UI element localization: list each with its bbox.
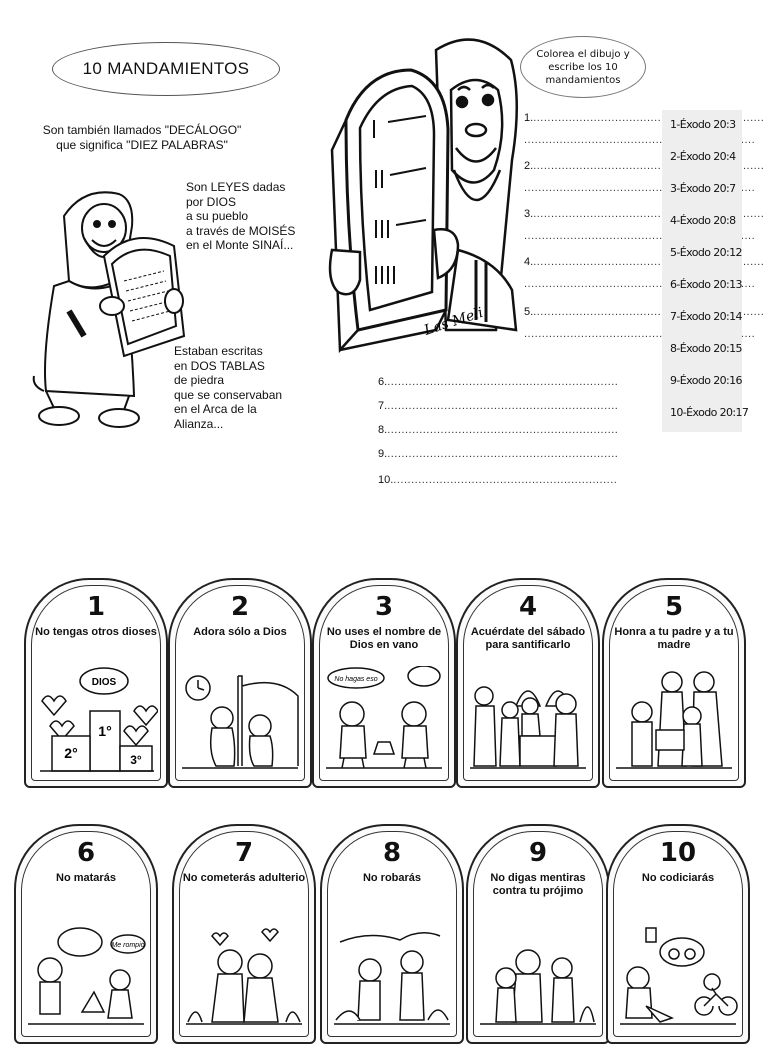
church-family-scene [470, 686, 586, 769]
children-talking-scene-9 [480, 949, 596, 1025]
card-number: 7 [234, 838, 254, 868]
card-text: No codiciarás [641, 872, 715, 884]
instruction-line-2: escribe los 10 mandamientos [545, 61, 621, 86]
podium-label-1: 1° [98, 723, 111, 739]
intro-line-1: Son también llamados "DECÁLOGO" [42, 123, 242, 137]
bicycle-scene [620, 927, 738, 1025]
reference-1: 1-Éxodo 20:3 [670, 118, 736, 131]
card-number: 9 [528, 838, 548, 868]
card-number: 2 [230, 592, 250, 622]
commandment-card-7: 7 No cometerás adulterio [172, 824, 316, 1044]
reference-2: 2-Éxodo 20:4 [670, 150, 736, 163]
instruction-bubble: Colorea el dibujo y escribe los 10 manda… [520, 36, 646, 98]
children-talking-scene: No hagas eso [326, 666, 442, 769]
podium-label-2: 2° [64, 745, 77, 761]
tablets-line: de piedra [174, 373, 225, 387]
write-line-10[interactable]: 10......................................… [378, 474, 618, 486]
family-gift-scene [616, 671, 732, 769]
dios-bubble-text: DIOS [92, 677, 117, 688]
tablets-line: Estaban escritas [174, 344, 263, 358]
write-line-9[interactable]: 9.......................................… [378, 448, 618, 460]
card-text: No tengas otros dioses [35, 626, 157, 638]
reference-8: 8-Éxodo 20:15 [670, 342, 743, 355]
card-text: No matarás [56, 872, 116, 884]
commandment-card-5: 5 Honra a tu padre y a tu madre [602, 578, 746, 788]
reference-3: 3-Éxodo 20:7 [670, 182, 736, 195]
tablets-text: Estaban escritas en DOS TABLAS de piedra… [174, 344, 314, 431]
tablets-line: en el Arca de la [174, 402, 257, 416]
write-line-7[interactable]: 7.......................................… [378, 400, 618, 412]
podium-label-3: 3° [130, 753, 142, 767]
couple-scene [186, 928, 302, 1025]
card-number: 8 [382, 838, 402, 868]
small-moses-illustration [32, 191, 186, 428]
instruction-line-1: Colorea el dibujo y [536, 48, 630, 60]
tablets-line: Alianza... [174, 416, 224, 431]
laws-line: a través de MOISÉS [186, 223, 296, 238]
card-text: No robarás [362, 872, 422, 884]
laws-line: a su pueblo [186, 209, 249, 223]
commandment-card-1: 1 No tengas otros dioses DIOS 1° 2° 3° [24, 578, 168, 788]
card-number: 5 [664, 592, 684, 622]
tablets-line: en DOS TABLAS [174, 358, 265, 373]
page-title: 10 MANDAMIENTOS [52, 42, 280, 96]
card-text: No cometerás adulterio [182, 872, 306, 884]
card-number: 4 [518, 592, 538, 622]
card-number: 1 [86, 592, 106, 622]
laws-line: en el Monte SINAÍ... [186, 238, 294, 252]
praying-children-scene [182, 675, 299, 769]
card-number: 3 [374, 592, 394, 622]
intro-text: Son también llamados "DECÁLOGO" que sign… [22, 123, 262, 153]
reference-10: 10-Éxodo 20:17 [670, 406, 749, 419]
write-line-6[interactable]: 6.......................................… [378, 376, 618, 388]
commandment-card-9: 9 No digas mentiras contra tu prójimo [466, 824, 610, 1044]
card-text: Acuérdate del sábado para santificarlo [470, 626, 586, 651]
laws-text: Son LEYES dadas por DIOS a su pueblo a t… [186, 180, 326, 253]
tablets-line: que se conservaban [174, 387, 283, 402]
podium-hearts-scene: DIOS 1° 2° 3° [40, 667, 158, 772]
commandment-card-3: 3 No uses el nombre de Dios en vano No h… [312, 578, 456, 788]
laws-line: por DIOS [186, 194, 237, 209]
write-line-8[interactable]: 8.......................................… [378, 424, 618, 436]
large-moses-with-tablet: Las Meli [328, 38, 519, 354]
reference-4: 4-Éxodo 20:8 [670, 214, 736, 227]
intro-line-2: que significa "DIEZ PALABRAS" [56, 138, 228, 152]
commandment-card-2: 2 Adora sólo a Dios [168, 578, 312, 788]
commandment-card-8: 8 No robarás [320, 824, 464, 1044]
commandment-card-4: 4 Acuérdate del sábado para santificarlo [456, 578, 600, 788]
commandment-card-6: 6 No matarás Me rompió [14, 824, 158, 1044]
reference-9: 9-Éxodo 20:16 [670, 374, 743, 387]
card-text: Honra a tu padre y a tu madre [614, 626, 734, 651]
write-lines-lower: 6.......................................… [378, 376, 618, 496]
laws-line: Son LEYES dadas [186, 180, 286, 194]
speech-bubble-text: Me rompió [111, 942, 144, 949]
reference-7: 7-Éxodo 20:14 [670, 310, 743, 323]
reference-6: 6-Éxodo 20:13 [670, 278, 743, 291]
children-garden-scene [334, 932, 450, 1025]
bible-references: 1-Éxodo 20:3 2-Éxodo 20:4 3-Éxodo 20:7 4… [662, 110, 749, 432]
card-text: No uses el nombre de Dios en vano [326, 626, 442, 651]
card-number: 10 [659, 838, 697, 868]
card-text: Adora sólo a Dios [193, 626, 287, 638]
commandment-card-10: 10 No codiciarás [606, 824, 750, 1044]
card-text: No digas mentiras contra tu prójimo [490, 872, 586, 897]
speech-bubble-text: No hagas eso [334, 676, 377, 683]
card-number: 6 [76, 838, 96, 868]
reference-5: 5-Éxodo 20:12 [670, 246, 743, 259]
children-scene-6: Me rompió [28, 927, 146, 1025]
